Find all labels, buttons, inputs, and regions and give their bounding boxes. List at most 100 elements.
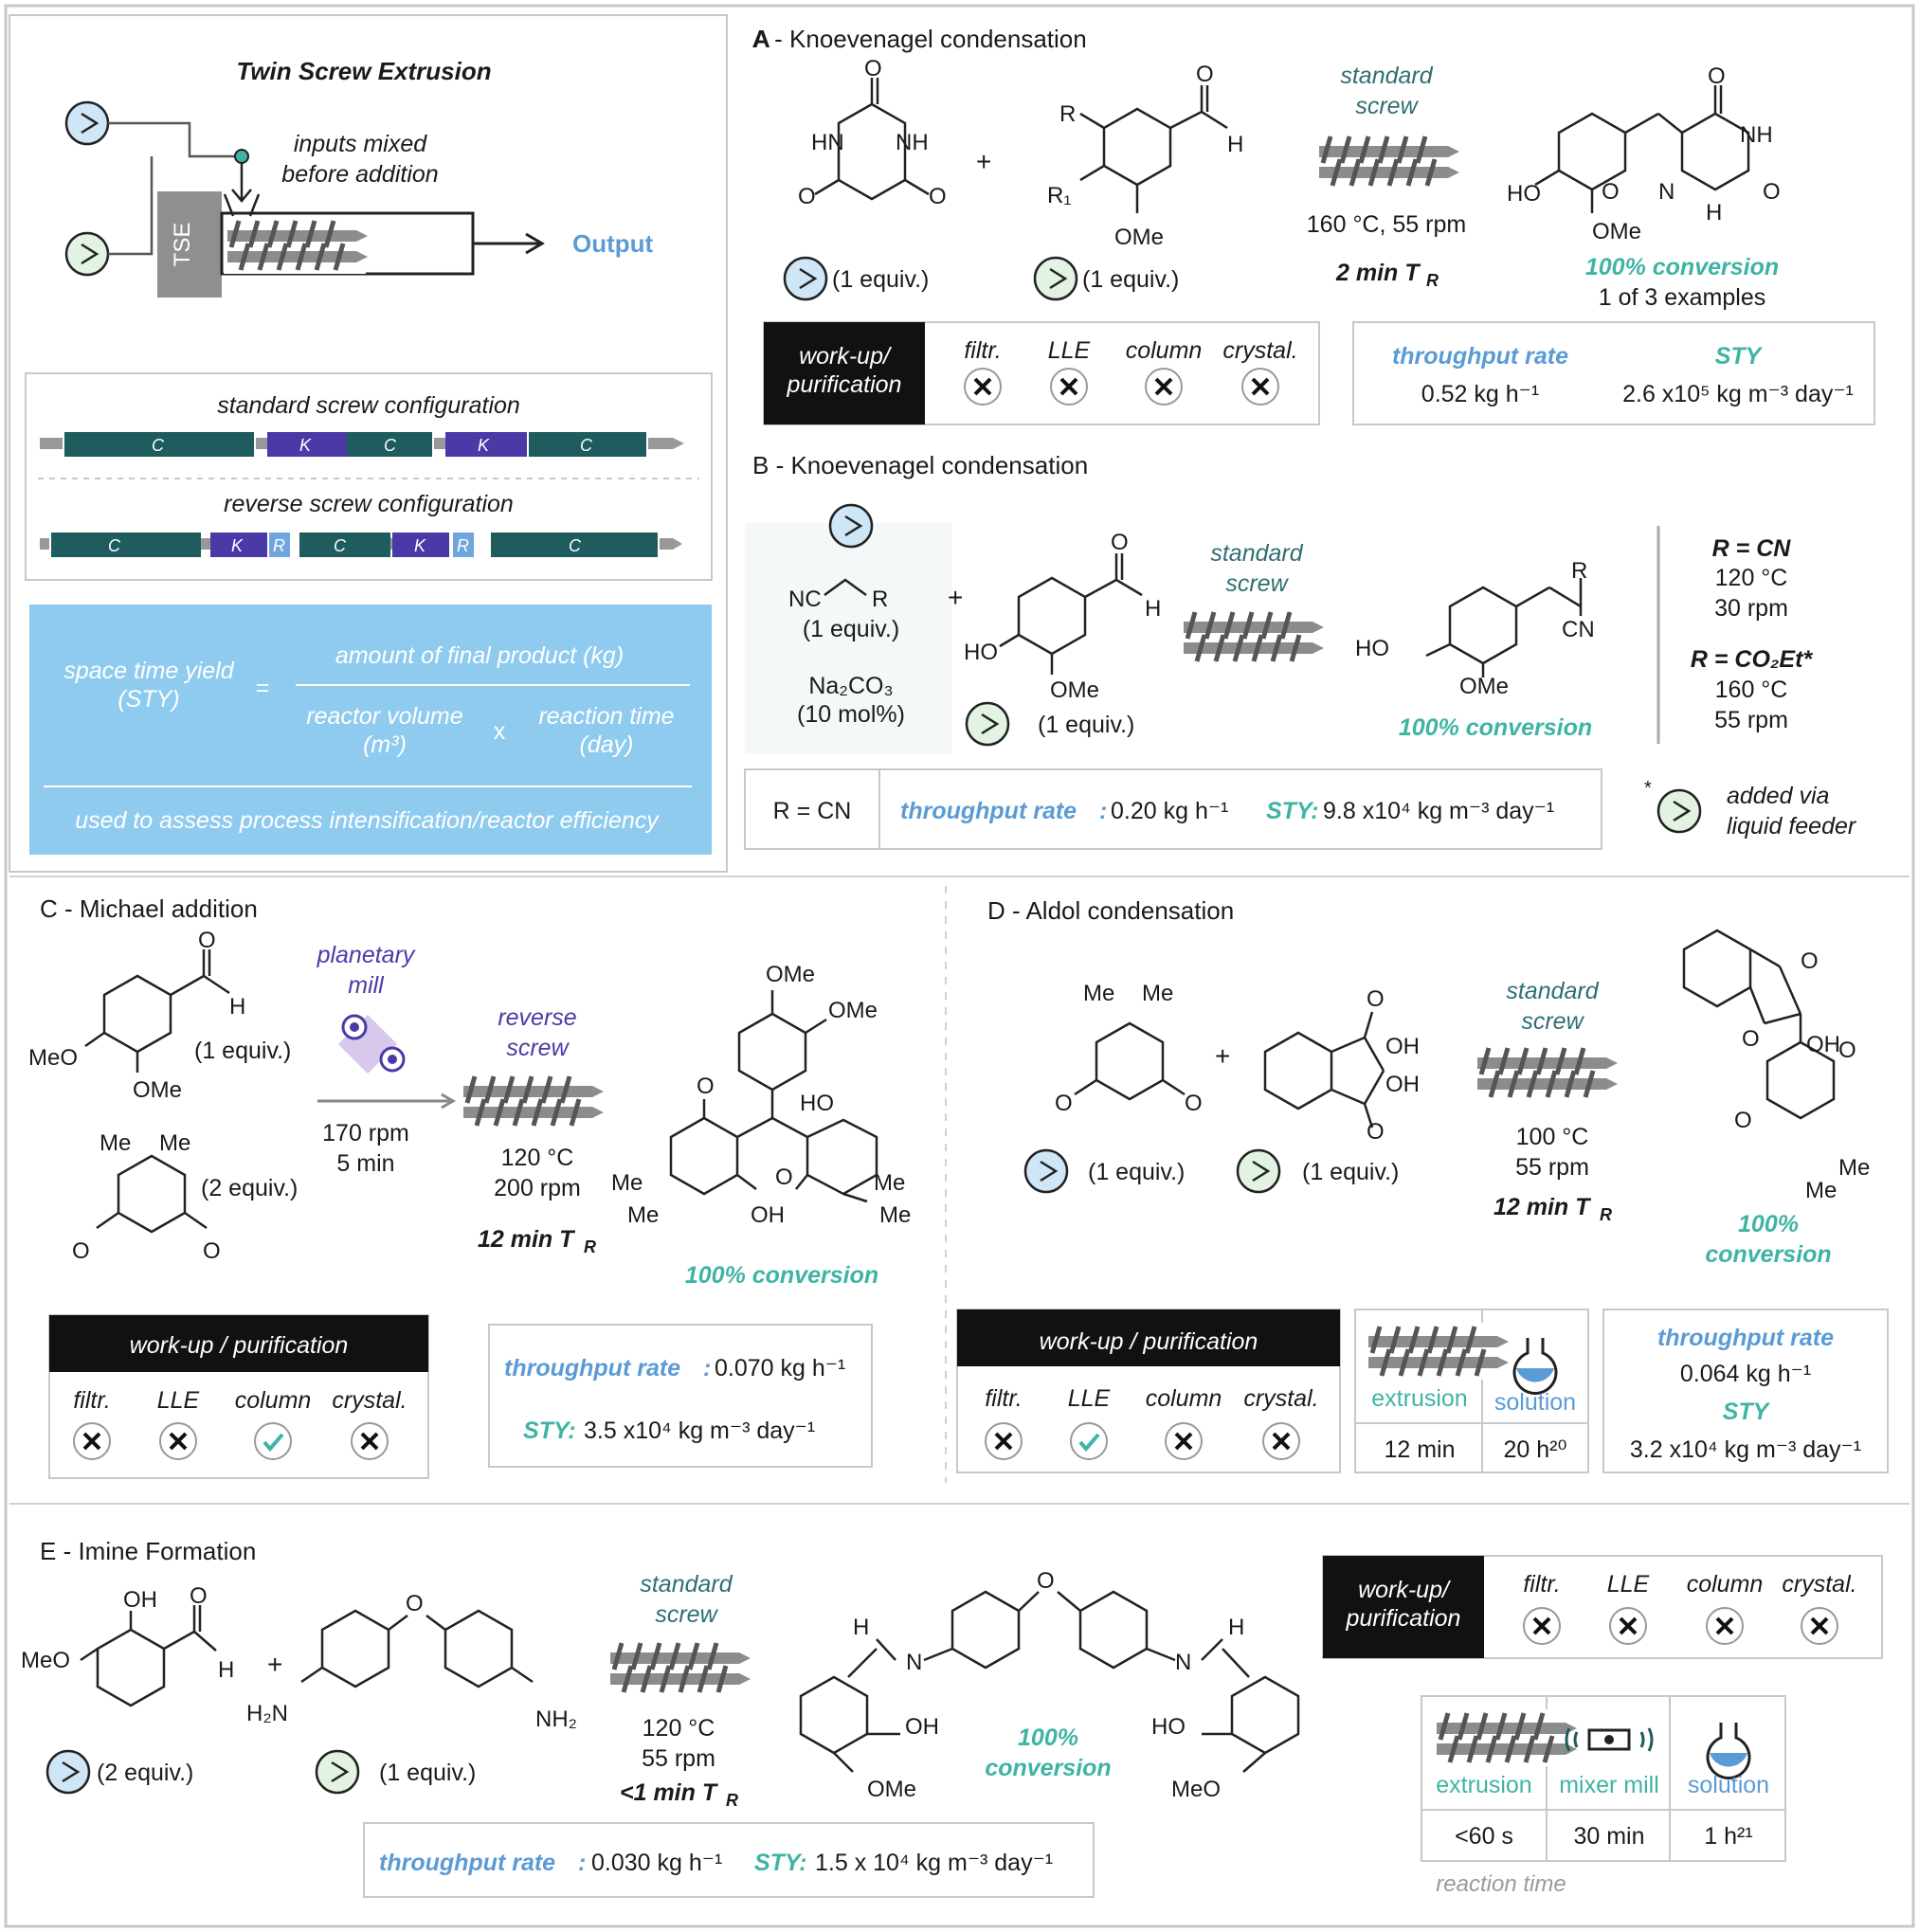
svg-text:Me: Me (100, 1130, 131, 1156)
svg-text:O: O (929, 184, 947, 209)
svg-text:solution: solution (1688, 1772, 1769, 1798)
svg-text:100%: 100% (1018, 1724, 1078, 1751)
o-vanillin-structure (80, 1605, 217, 1707)
svg-text:55 rpm: 55 rpm (1515, 1154, 1589, 1181)
svg-text:R = CO₂Et*: R = CO₂Et* (1691, 646, 1814, 673)
svg-text:OH: OH (905, 1714, 939, 1740)
svg-text:purification: purification (1346, 1605, 1461, 1632)
svg-text:HO: HO (800, 1091, 834, 1116)
svg-text:Me: Me (874, 1170, 905, 1196)
svg-text:NH: NH (1740, 122, 1773, 148)
svg-text:1.5 x 10⁴ kg m⁻³ day⁻¹: 1.5 x 10⁴ kg m⁻³ day⁻¹ (815, 1850, 1053, 1876)
svg-text:R: R (1600, 1205, 1612, 1224)
svg-text:Me: Me (1083, 981, 1114, 1006)
mixer-mill-icon (1565, 1727, 1654, 1752)
planetary-mill-icon (337, 1014, 406, 1074)
svg-text:H₂N: H₂N (246, 1701, 288, 1726)
svg-text:mill: mill (348, 972, 385, 999)
svg-text:screw: screw (1521, 1008, 1584, 1035)
svg-text:H: H (853, 1615, 869, 1640)
sty-definition-box (29, 605, 712, 855)
dimedone-d-structure (1074, 1021, 1186, 1101)
svg-text:K: K (231, 536, 244, 555)
svg-text:throughput rate: throughput rate (504, 1355, 680, 1381)
svg-text:Me: Me (611, 1170, 643, 1196)
svg-text:O: O (190, 1583, 208, 1609)
product-b-structure (1425, 578, 1583, 677)
svg-text:crystal.: crystal. (1782, 1571, 1856, 1598)
svg-text:H: H (1228, 1615, 1244, 1640)
svg-text:(2 equiv.): (2 equiv.) (97, 1760, 193, 1786)
svg-text:30 rpm: 30 rpm (1714, 595, 1788, 622)
svg-text:3.5 x10⁴ kg m⁻³ day⁻¹: 3.5 x10⁴ kg m⁻³ day⁻¹ (584, 1417, 815, 1444)
svg-text:extrusion: extrusion (1371, 1385, 1467, 1412)
svg-text:9.8 x10⁴ kg m⁻³ day⁻¹: 9.8 x10⁴ kg m⁻³ day⁻¹ (1323, 798, 1554, 824)
svg-text:+: + (976, 147, 991, 176)
svg-text:R = CN: R = CN (773, 798, 852, 824)
reagent-shading (745, 523, 951, 754)
workup-header-a (764, 322, 925, 424)
reverse-screw-diagram: C K R C K R C (40, 533, 682, 557)
time-compare-box-d (1354, 1309, 1589, 1473)
panel-d-title: D - Aldol condensation (987, 896, 1234, 925)
svg-text:55 rpm: 55 rpm (642, 1745, 715, 1772)
svg-text:OH: OH (1806, 1032, 1840, 1057)
svg-text:HO: HO (1355, 636, 1389, 661)
svg-text:liquid feeder: liquid feeder (1727, 813, 1857, 840)
svg-text:Me: Me (627, 1202, 659, 1228)
svg-text:column: column (235, 1387, 312, 1414)
svg-text:(1 equiv.): (1 equiv.) (194, 1038, 291, 1064)
svg-text:STY:: STY: (754, 1850, 807, 1876)
svg-text:55 rpm: 55 rpm (1714, 707, 1788, 733)
metrics-box-c (488, 1324, 873, 1468)
mix-point-icon (234, 149, 249, 164)
svg-text:OMe: OMe (828, 998, 878, 1023)
svg-text:C: C (580, 436, 593, 455)
panel-c-title: C - Michael addition (40, 894, 258, 923)
svg-text:added via: added via (1727, 783, 1830, 809)
svg-text:12 min T: 12 min T (1494, 1194, 1592, 1220)
svg-text:HN: HN (811, 130, 844, 155)
svg-text:STY: STY (1715, 343, 1764, 370)
svg-text:O: O (1602, 179, 1620, 205)
oxydianiline-structure (300, 1609, 534, 1688)
svg-text:reaction time: reaction time (538, 703, 674, 730)
svg-text:O: O (1801, 948, 1819, 974)
svg-text:O: O (406, 1591, 424, 1616)
svg-text:(m³): (m³) (363, 731, 407, 758)
svg-text:(1 equiv.): (1 equiv.) (1302, 1159, 1399, 1185)
product-a-structure (1534, 85, 1750, 213)
panel-a-title-text: A - Knoevenagel condensation (752, 25, 1087, 53)
svg-text:extrusion: extrusion (1436, 1772, 1531, 1798)
svg-text:C: C (384, 436, 397, 455)
svg-text:120 °C: 120 °C (643, 1715, 715, 1742)
svg-text:Me: Me (1142, 981, 1173, 1006)
reverse-config-label: reverse screw configuration (224, 491, 514, 517)
svg-text:MeO: MeO (21, 1648, 70, 1673)
svg-text:column: column (1126, 337, 1203, 364)
svg-text:0.064 kg h⁻¹: 0.064 kg h⁻¹ (1680, 1361, 1811, 1387)
svg-text:R: R (1059, 101, 1076, 127)
svg-text:amount of final product (kg): amount of final product (kg) (335, 642, 624, 669)
svg-text:crystal.: crystal. (1243, 1385, 1318, 1412)
svg-text:(1 equiv.): (1 equiv.) (1088, 1159, 1185, 1185)
svg-text:standard: standard (640, 1571, 733, 1598)
svg-text:OH: OH (123, 1587, 157, 1613)
svg-text:OMe: OMe (766, 962, 815, 987)
svg-text:100% conversion: 100% conversion (1585, 254, 1779, 280)
svg-text:O: O (697, 1074, 715, 1099)
svg-text:x: x (494, 718, 506, 745)
svg-text:(day): (day) (580, 731, 634, 758)
time-compare-box-e (1421, 1695, 1786, 1862)
tse-label: TSE (170, 223, 195, 267)
svg-text:100 °C: 100 °C (1516, 1124, 1589, 1150)
svg-text:throughput rate: throughput rate (379, 1850, 555, 1876)
dimethoxybenzaldehyde-structure (84, 949, 230, 1073)
svg-text:used to assess process intensi: used to assess process intensification/r… (75, 807, 660, 834)
svg-text:reactor volume: reactor volume (306, 703, 462, 730)
svg-text:filtr.: filtr. (73, 1387, 110, 1414)
svg-text::: : (703, 1355, 711, 1381)
svg-text:0.030 kg h⁻¹: 0.030 kg h⁻¹ (591, 1850, 722, 1876)
svg-text:12 min: 12 min (1384, 1436, 1455, 1463)
svg-text:space time yield: space time yield (63, 658, 234, 684)
